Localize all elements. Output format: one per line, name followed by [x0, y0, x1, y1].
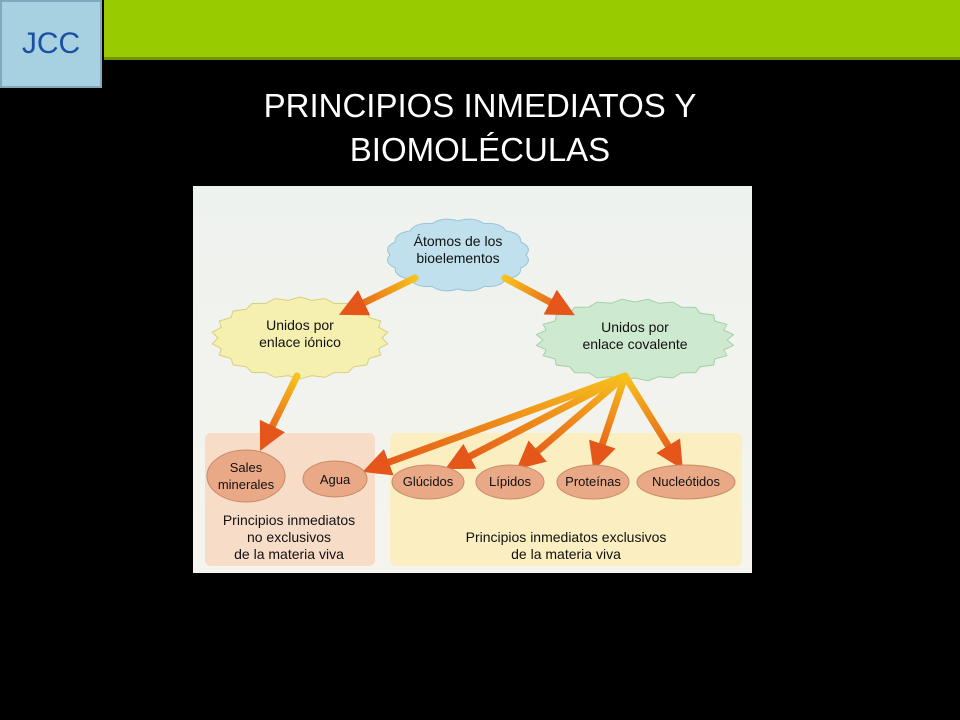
covalent-label-line-2: enlace covalente: [582, 336, 687, 352]
oval-lipidos: [475, 464, 545, 500]
exclusive-caption-line-1: Principios inmediatos exclusivos: [466, 529, 667, 545]
arrow-covalent-to-lipidos: [516, 372, 629, 470]
oval-lipidos-label: Lípidos: [489, 474, 531, 489]
diagram-arrows: [259, 274, 683, 476]
root-label-line-1: Átomos de los: [414, 233, 503, 249]
root-label-line-2: bioelementos: [416, 250, 499, 266]
arrow-covalent-to-nucleotidos: [621, 372, 683, 470]
ionic-label-line-2: enlace iónico: [259, 334, 341, 350]
oval-agua: [302, 460, 368, 498]
oval-proteinas: [556, 464, 630, 500]
exclusive-caption-line-2: de la materia viva: [511, 546, 621, 562]
biomolecules-diagram: Átomos de los bioelementos Unidos por en…: [193, 186, 752, 573]
non-exclusive-caption-line-3: de la materia viva: [234, 546, 344, 562]
oval-proteinas-label: Proteínas: [565, 474, 621, 489]
arrow-covalent-to-agua: [362, 372, 629, 476]
arrow-root-to-ionic: [338, 274, 419, 316]
oval-agua-label: Agua: [320, 472, 351, 487]
oval-nucleotidos: [636, 464, 736, 500]
slide-title: PRINCIPIOS INMEDIATOS Y BIOMOLÉCULAS: [180, 84, 780, 172]
arrow-root-to-covalent: [501, 274, 575, 316]
author-badge-label: JCC: [21, 27, 81, 60]
root-bubble: [387, 218, 529, 292]
top-accent-line: [104, 57, 960, 60]
oval-glucidos: [391, 464, 465, 500]
slide-title-line-1: PRINCIPIOS INMEDIATOS Y: [263, 87, 697, 124]
arrow-covalent-to-proteinas: [589, 372, 629, 471]
exclusive-panel: [390, 433, 742, 566]
arrow-ionic-to-sales: [259, 372, 301, 452]
oval-sales-label-line-1: Sales: [230, 460, 263, 475]
arrow-covalent-to-glucidos: [445, 372, 629, 470]
non-exclusive-caption-line-1: Principios inmediatos: [223, 512, 355, 528]
author-badge: JCC: [0, 0, 102, 88]
oval-sales-minerales: [206, 449, 286, 503]
top-accent-bar: [104, 0, 960, 58]
oval-sales-label-line-2: minerales: [218, 477, 275, 492]
covalent-bond-burst: [535, 298, 735, 382]
oval-glucidos-label: Glúcidos: [403, 474, 454, 489]
oval-nucleotidos-label: Nucleótidos: [652, 474, 720, 489]
ionic-label-line-1: Unidos por: [266, 317, 334, 333]
covalent-label-line-1: Unidos por: [601, 319, 669, 335]
slide-title-line-2: BIOMOLÉCULAS: [349, 131, 611, 168]
non-exclusive-caption-line-2: no exclusivos: [247, 529, 331, 545]
